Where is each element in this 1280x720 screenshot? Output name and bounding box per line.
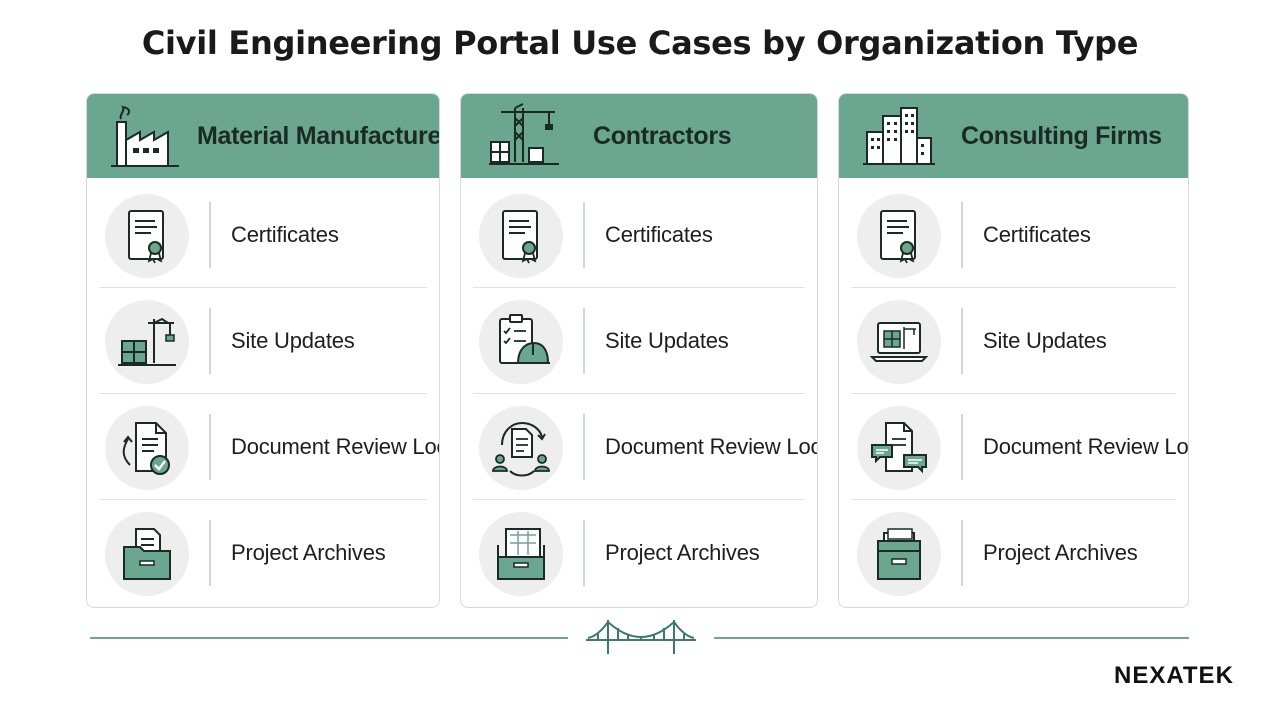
card-header: Contractors [461,94,817,178]
checklist-hardhat-icon [499,314,550,364]
card-title: Material Manufacturers [197,122,440,150]
archive-drawer-icon [877,528,921,580]
laptop-site-icon [869,322,929,362]
item-label: Site Updates [605,328,729,353]
item-label: Project Archives [605,540,760,565]
list-item: Certificates [473,182,805,288]
office-buildings-icon [863,107,935,165]
item-label: Document Review Loops [605,434,817,459]
item-label: Site Updates [983,328,1107,353]
list-item: Certificates [851,182,1176,288]
certificate-icon [128,210,164,264]
footer-divider-right [714,637,1189,639]
card-material-manufacturers: Material Manufacturers Certificates [86,93,440,608]
list-item: Document Review Loops [851,394,1188,500]
factory-icon [111,105,179,167]
item-label: Site Updates [231,328,355,353]
list-item: Project Archives [99,500,427,606]
document-people-cycle-icon [492,421,550,477]
document-check-cycle-icon [122,422,170,475]
list-item: Site Updates [851,288,1176,394]
item-label: Document Review Loops [231,434,439,459]
certificate-icon [502,210,538,264]
footer-divider-left [90,637,568,639]
crane-building-icon [118,317,176,366]
item-label: Certificates [231,222,339,247]
crane-construction-icon [489,103,559,165]
item-label: Document Review Loops [983,434,1189,459]
card-contractors: Contractors Certificates Site Updates [460,93,818,608]
page-title: Civil Engineering Portal Use Cases by Or… [141,24,1139,62]
document-comments-icon [871,422,927,474]
list-item: Project Archives [851,500,1176,606]
list-item: Document Review Loops [473,394,817,500]
card-header: Consulting Firms [839,94,1188,178]
blueprint-box-icon [497,528,545,580]
brand-logo: NEXATEK [1114,662,1234,689]
certificate-icon [880,210,916,264]
card-title: Consulting Firms [961,122,1162,150]
item-label: Certificates [983,222,1091,247]
bridge-icon [586,620,696,654]
list-item: Project Archives [473,500,805,606]
card-title: Contractors [593,122,732,150]
item-label: Project Archives [231,540,386,565]
list-item: Site Updates [99,288,427,394]
card-header: Material Manufacturers [87,94,439,178]
card-consulting-firms: Consulting Firms Certificates Site Upda [838,93,1189,608]
list-item: Certificates [99,182,427,288]
list-item: Document Review Loops [99,394,439,500]
list-item: Site Updates [473,288,805,394]
item-label: Project Archives [983,540,1138,565]
archive-folder-icon [123,528,171,580]
item-label: Certificates [605,222,713,247]
